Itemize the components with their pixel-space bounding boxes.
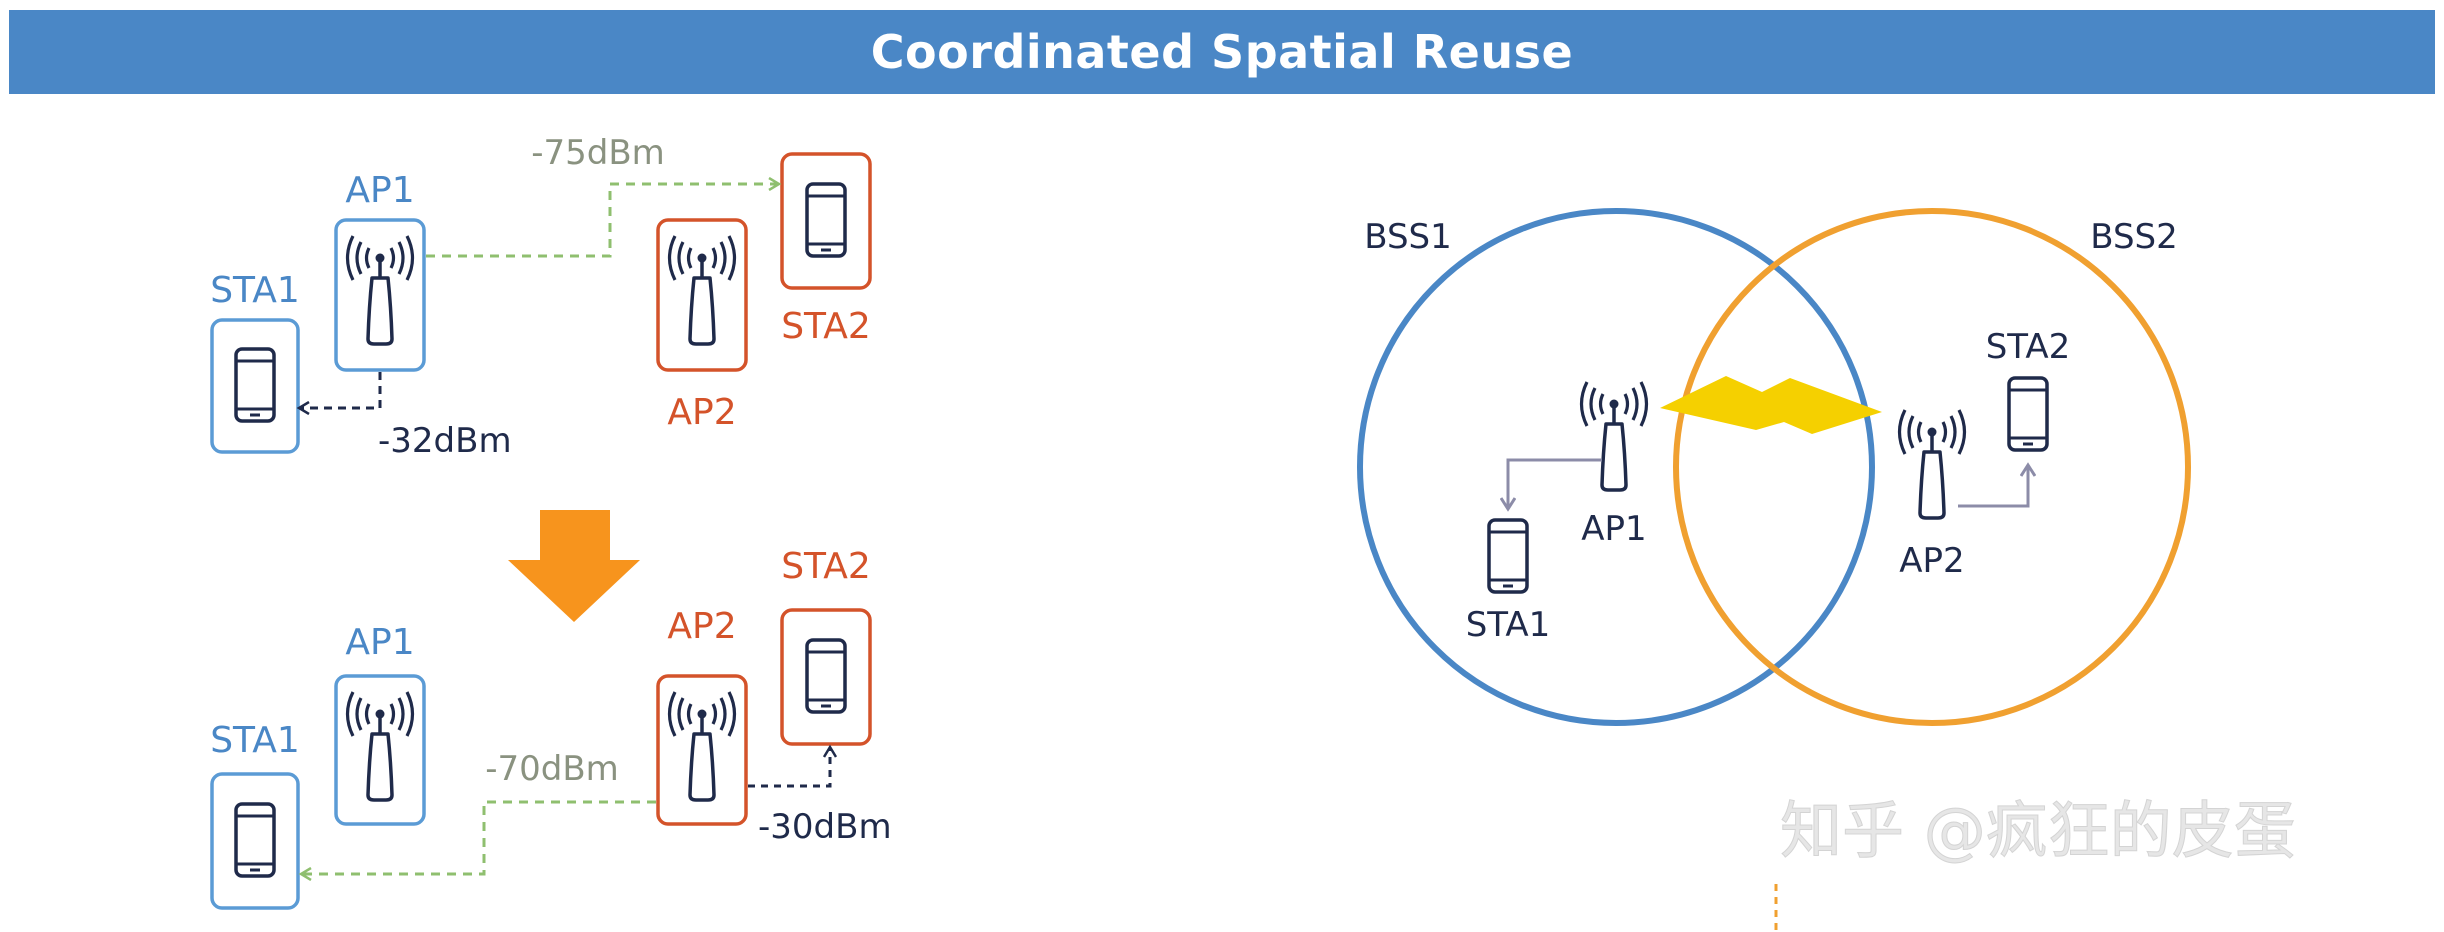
top-sta2-node: STA2: [780, 152, 872, 347]
top-signal-label: -32dBm: [378, 421, 512, 461]
title-banner: Coordinated Spatial Reuse: [9, 10, 2435, 94]
bottom-ap2-node: AP2: [656, 606, 748, 826]
top-interference-label: -75dBm: [531, 133, 665, 173]
top-sta2-label: STA2: [781, 306, 871, 347]
watermark-text: 知乎 @疯狂的皮蛋: [1780, 794, 2296, 867]
bottom-interference-arrow: [302, 800, 656, 874]
bss-venn-diagram: BSS1 BSS2 AP1 STA1 AP2 STA2: [1357, 208, 2191, 726]
phone-icon: [1487, 518, 1529, 594]
bottom-sta2-node: STA2: [780, 546, 872, 746]
bottom-signal-arrow: [748, 748, 830, 788]
bottom-scenario: AP1 STA1 AP2 STA2 -70dBm -30dBm: [210, 546, 892, 910]
bss2-circle: [1673, 208, 2191, 726]
venn-ap1-label: AP1: [1581, 509, 1646, 549]
top-sta1-label: STA1: [210, 270, 300, 311]
bottom-ap2-label: AP2: [667, 606, 736, 647]
bss2-label: BSS2: [2090, 217, 2178, 257]
top-ap2-label: AP2: [667, 392, 736, 433]
top-ap1-node: AP1: [334, 170, 426, 372]
bottom-ap1-node: AP1: [334, 622, 426, 826]
top-ap2-node: AP2: [656, 218, 748, 433]
top-sta1-node: STA1: [210, 270, 300, 454]
top-ap1-label: AP1: [345, 170, 414, 211]
top-interference-arrow: [426, 184, 778, 258]
lightning-icon: [1660, 376, 1882, 434]
page-title: Coordinated Spatial Reuse: [870, 25, 1574, 79]
ap1-to-sta1-arrow: [1508, 458, 1602, 508]
top-scenario: AP1 STA1 AP2 STA2 -75dBm -32dBm: [210, 133, 872, 461]
phone-icon: [2007, 376, 2049, 452]
venn-sta1-label: STA1: [1466, 605, 1551, 645]
bss1-label: BSS1: [1364, 217, 1452, 257]
top-signal-arrow: [300, 372, 382, 408]
bottom-sta1-label: STA1: [210, 720, 300, 761]
bottom-signal-label: -30dBm: [758, 807, 892, 847]
venn-sta2-label: STA2: [1986, 327, 2071, 367]
bottom-ap1-label: AP1: [345, 622, 414, 663]
bottom-sta1-node: STA1: [210, 720, 300, 910]
ap2-to-sta2-arrow: [1958, 466, 2028, 508]
venn-ap2-label: AP2: [1899, 541, 1964, 581]
access-point-icon: [1579, 380, 1649, 492]
access-point-icon: [1897, 408, 1967, 520]
bottom-interference-label: -70dBm: [485, 749, 619, 789]
bottom-sta2-label: STA2: [781, 546, 871, 587]
down-arrow-icon: [508, 510, 640, 622]
bss1-circle: [1357, 208, 1875, 726]
